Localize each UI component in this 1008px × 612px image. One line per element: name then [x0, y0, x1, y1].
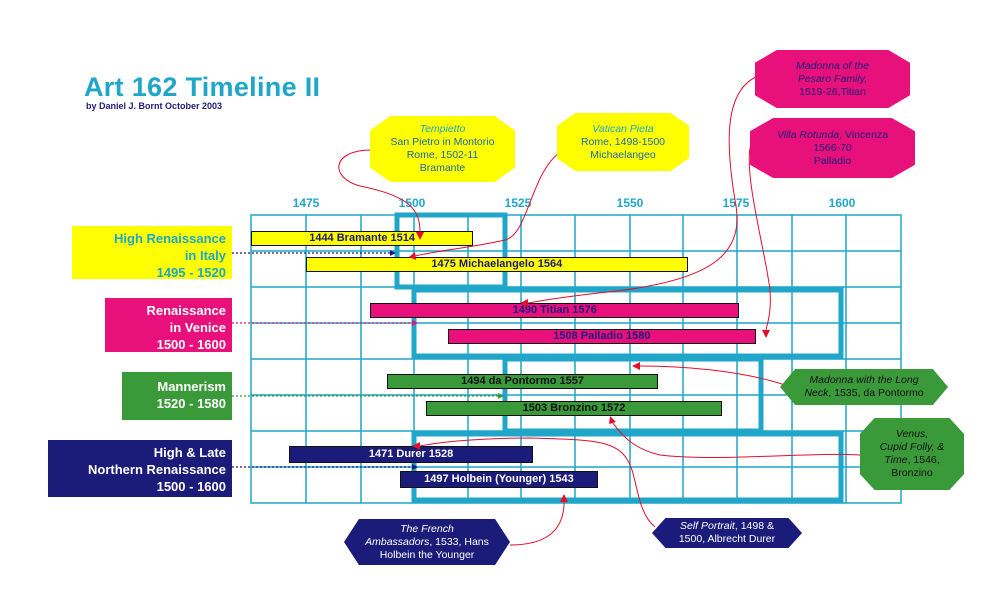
- axis-tick-1475: 1475: [292, 196, 320, 210]
- period-label-line3: 1500 - 1600: [156, 337, 226, 352]
- period-label-line2: in Venice: [169, 320, 226, 335]
- period-label-line1: Mannerism: [157, 379, 226, 394]
- annotation-text: , 1533, Hans: [429, 535, 489, 548]
- annotation-text: , 1498 &: [734, 520, 774, 532]
- annotation-ambassadors: The French Ambassadors, 1533, Hans Holbe…: [344, 519, 510, 565]
- annotation-villa-rotunda: Villa Rotunda, Vincenza 1566-70 Palladio: [750, 118, 915, 178]
- annotation-vatican-pieta: Vatican Pieta Rome, 1498-1500 Michaelang…: [557, 113, 689, 171]
- period-high-renaissance: High Renaissance in Italy 1495 - 1520: [72, 226, 232, 280]
- period-label-line3: 1495 - 1520: [156, 265, 226, 280]
- annotation-text: Bronzino: [891, 467, 933, 479]
- annotation-long-neck: Madonna with the Long Neck, 1535, da Pon…: [780, 369, 948, 405]
- annotation-text: 1566-70: [813, 141, 852, 154]
- annotation-title: Vatican Pieta: [592, 122, 654, 135]
- axis-tick-1525: 1525: [504, 196, 532, 210]
- annotation-text: Palladio: [813, 154, 852, 167]
- period-label-line1: High Renaissance: [114, 231, 226, 246]
- period-label-line1: Renaissance: [146, 303, 227, 318]
- annotation-title: Pesaro Family,: [797, 72, 868, 85]
- axis-tick-1600: 1600: [828, 196, 856, 210]
- annotation-durer-self-portrait: Self Portrait, 1498 & 1500, Albrecht Dur…: [652, 518, 802, 548]
- annotation-title: Villa Rotunda: [776, 128, 840, 141]
- page-title: Art 162 Timeline II: [84, 72, 321, 102]
- artist-bar-pontormo: 1494 da Pontormo 1557: [387, 374, 658, 389]
- artist-bar-palladio: 1508 Palladio 1580: [447, 329, 757, 344]
- annotation-text: Rome, 1502-11: [406, 149, 479, 161]
- annotation-text: Bramante: [419, 162, 466, 174]
- artist-bar-bronzino: 1503 Bronzino 1572: [426, 401, 722, 416]
- annotation-text: , 1546,: [907, 454, 940, 466]
- annotation-text: , Vincenza: [839, 128, 889, 141]
- annotation-text: , 1535, da Pontormo: [828, 387, 924, 399]
- annotation-tempietto: Tempietto San Pietro in Montorio Rome, 1…: [370, 116, 515, 182]
- period-label-line2: in Italy: [184, 248, 226, 263]
- artist-bar-titian: 1490 Titian 1576: [370, 303, 740, 318]
- axis-tick-1550: 1550: [616, 196, 644, 210]
- annotation-title: Cupid Folly, &: [879, 441, 945, 453]
- period-northern: High & Late Northern Renaissance 1500 - …: [48, 440, 232, 497]
- artist-bar-michaelangelo: 1475 Michaelangelo 1564: [306, 257, 688, 272]
- period-label-line3: 1500 - 1600: [156, 479, 226, 494]
- annotation-venus: Venus, Cupid Folly, & Time, 1546, Bronzi…: [860, 418, 964, 490]
- period-box-mannerism: [502, 356, 764, 434]
- annotation-title: Tempietto: [419, 123, 466, 135]
- annotation-title: Madonna of the: [796, 59, 869, 72]
- axis-tick-1500: 1500: [398, 196, 426, 210]
- period-mannerism: Mannerism 1520 - 1580: [122, 372, 232, 420]
- annotation-title: Time: [884, 454, 908, 466]
- annotation-text: Michaelangeo: [590, 148, 656, 161]
- byline: by Daniel J. Bornt October 2003: [86, 101, 223, 111]
- period-label-line1: High & Late: [153, 445, 226, 460]
- annotation-text: Holbein the Younger: [379, 548, 475, 561]
- period-label-line2: 1520 - 1580: [156, 396, 226, 411]
- annotation-text: 1519-26,Titian: [799, 85, 866, 98]
- period-venice: Renaissance in Venice 1500 - 1600: [105, 298, 232, 352]
- period-label-line2: Northern Renaissance: [88, 462, 226, 477]
- annotation-title: Ambassadors: [365, 535, 430, 548]
- annotation-text: Rome, 1498-1500: [580, 135, 666, 148]
- annotation-title: The French: [400, 522, 454, 535]
- annotation-pesaro: Madonna of the Pesaro Family, 1519-26,Ti…: [755, 50, 910, 108]
- artist-bar-holbein: 1497 Holbein (Younger) 1543: [400, 471, 598, 488]
- annotation-title: Self Portrait: [680, 520, 735, 532]
- annotation-title: Madonna with the Long: [809, 374, 919, 386]
- annotation-text: 1500, Albrecht Durer: [678, 533, 776, 545]
- artist-bar-durer: 1471 Durer 1528: [288, 446, 534, 463]
- period-box-high-renaissance: [394, 212, 508, 290]
- annotation-text: San Pietro in Montorio: [390, 136, 495, 148]
- annotation-title: Venus,: [895, 428, 929, 440]
- annotation-title: Neck: [804, 387, 829, 399]
